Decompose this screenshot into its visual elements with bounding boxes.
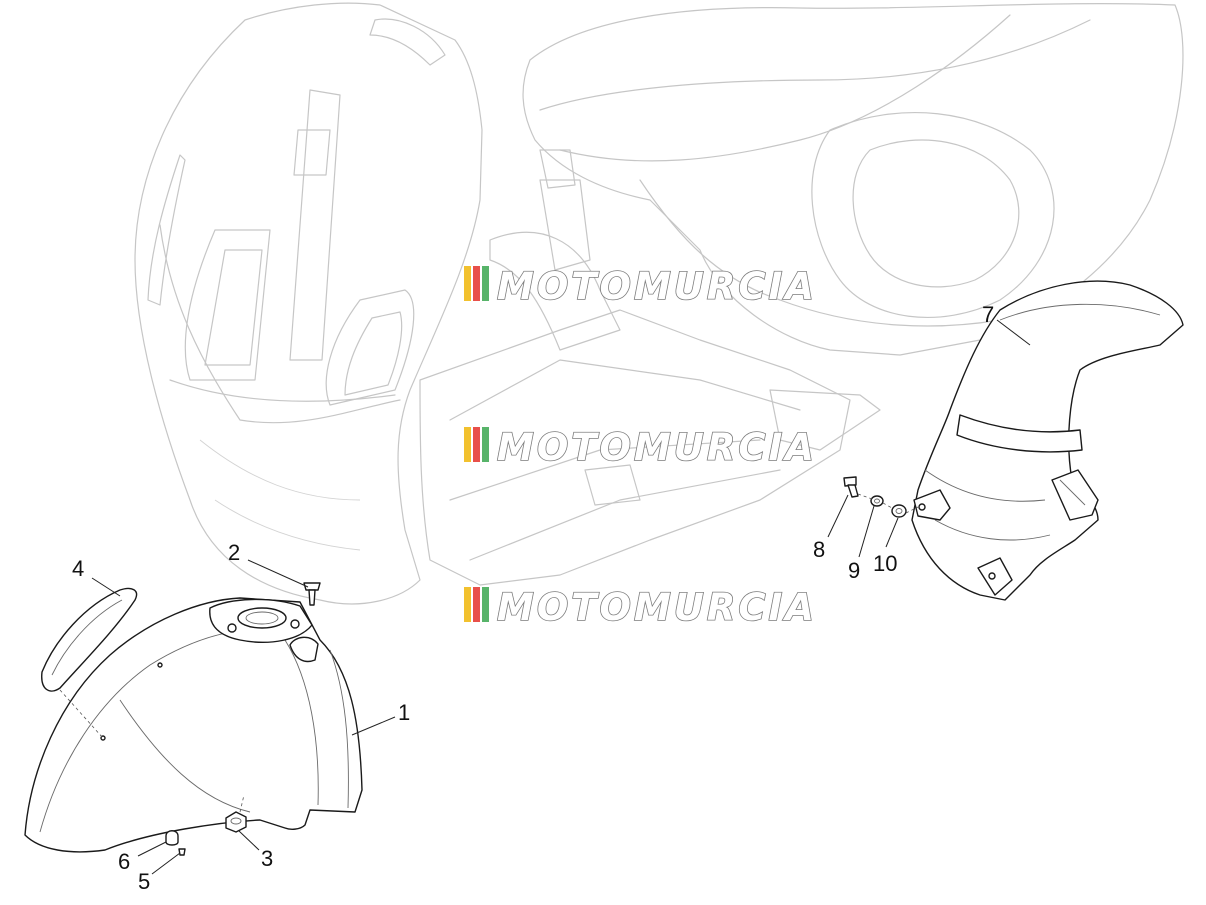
mudguard-mount-hole <box>237 607 287 629</box>
callout-3: 3 <box>261 846 273 871</box>
leader-2 <box>247 559 309 588</box>
leader-lines <box>91 319 1031 875</box>
assembly-axis <box>857 493 919 514</box>
screw-part-5 <box>178 848 186 856</box>
front-mudguard <box>24 597 363 853</box>
stripe-red <box>473 587 480 622</box>
leader-5 <box>151 852 181 875</box>
leader-9 <box>858 505 875 558</box>
callout-7: 7 <box>982 302 994 327</box>
stripe-red <box>473 266 480 301</box>
callout-8: 8 <box>813 537 825 562</box>
stripe-green <box>482 427 489 462</box>
stripe-yellow <box>464 587 471 622</box>
callout-labels: 1 2 3 4 5 6 7 8 9 10 <box>72 302 994 894</box>
leader-3 <box>238 830 260 851</box>
watermark-text: MOTOMURCIA <box>497 426 817 469</box>
nut-part-3 <box>225 794 247 833</box>
stripe-yellow <box>464 266 471 301</box>
leader-10 <box>885 517 899 548</box>
leader-8 <box>827 494 849 538</box>
watermark-text: MOTOMURCIA <box>497 265 817 308</box>
plug-part-6 <box>165 830 179 846</box>
leader-7 <box>996 319 1031 346</box>
callout-9: 9 <box>848 558 860 583</box>
leader-4 <box>91 577 121 597</box>
watermark-logo-middle: MOTOMURCIA <box>464 425 817 470</box>
callout-6: 6 <box>118 849 130 874</box>
mudguard-emblem <box>41 587 138 739</box>
watermark-logo-top: MOTOMURCIA <box>464 264 817 309</box>
callout-2: 2 <box>228 540 240 565</box>
watermark-logo-bottom: MOTOMURCIA <box>464 585 817 630</box>
callout-10: 10 <box>873 551 897 576</box>
callout-4: 4 <box>72 556 84 581</box>
screw-part-8 <box>843 476 859 498</box>
washer-part-10 <box>891 504 907 518</box>
stripe-yellow <box>464 427 471 462</box>
rear-mudguard <box>911 280 1184 601</box>
watermark-text: MOTOMURCIA <box>497 586 817 629</box>
watermark: MOTOMURCIA MOTOMURCIA MOTOMURCIA <box>464 264 817 630</box>
washer-part-9 <box>870 495 884 507</box>
callout-5: 5 <box>138 869 150 894</box>
scooter-body-outline <box>134 2 1184 605</box>
stripe-green <box>482 266 489 301</box>
leader-1 <box>351 716 396 736</box>
stripe-red <box>473 427 480 462</box>
stripe-green <box>482 587 489 622</box>
screw-part-2 <box>303 582 321 606</box>
leader-6 <box>137 841 167 857</box>
callout-1: 1 <box>398 700 410 725</box>
